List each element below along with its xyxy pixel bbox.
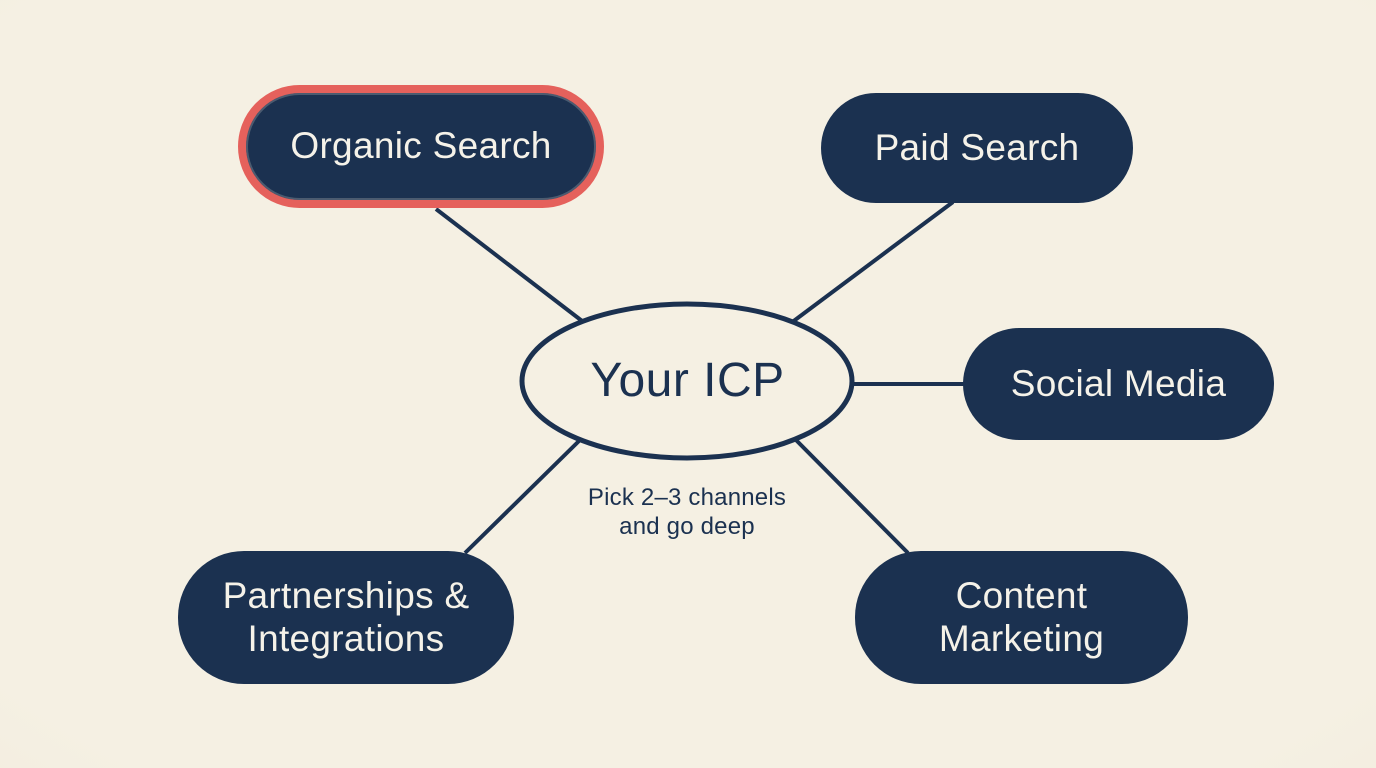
connector-line-partnerships	[463, 438, 582, 555]
center-ellipse	[519, 301, 855, 461]
connector-line-content	[794, 438, 910, 555]
node-social-media: Social Media	[963, 328, 1274, 440]
node-label: Content Marketing	[938, 574, 1105, 659]
connector-line-organic-search	[434, 207, 588, 326]
node-content-marketing: Content Marketing	[855, 551, 1188, 684]
node-organic-search: Organic Search	[238, 85, 604, 208]
node-partnerships-integrations: Partnerships & Integrations	[178, 551, 514, 684]
node-label: Social Media	[1010, 362, 1227, 404]
node-label: Partnerships & Integrations	[222, 574, 470, 659]
caption: Pick 2–3 channels and go deep	[587, 484, 787, 540]
node-label: Organic Search	[290, 125, 552, 167]
center-node: Your ICP	[520, 303, 855, 458]
center-node-label: Your ICP	[590, 354, 785, 407]
connector-line-paid-search	[789, 200, 955, 325]
node-paid-search: Paid Search	[821, 93, 1133, 203]
node-label: Paid Search	[874, 126, 1080, 168]
